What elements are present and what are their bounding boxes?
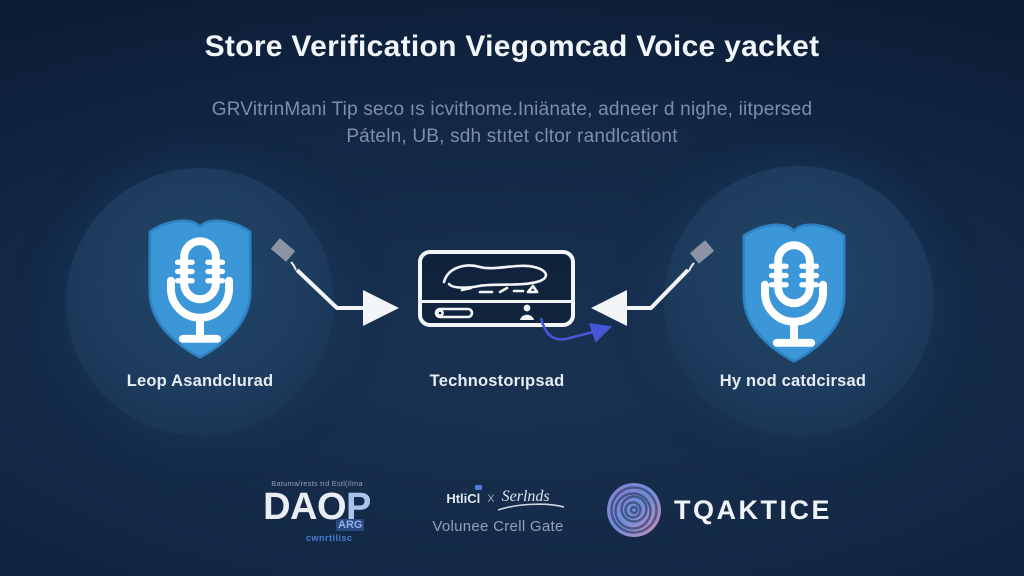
arrow-right-icon (295, 268, 399, 326)
shield-icon (148, 219, 252, 359)
page-title: Store Verification Viegomcad Voice yacke… (204, 30, 820, 63)
gate-brand-left: HtliCl (446, 485, 483, 506)
sim-pill-icon (434, 304, 534, 320)
gate-brand-left-text: HtliCl (446, 491, 481, 506)
left-node-label: Leop Asandclurad (126, 372, 274, 390)
subtitle-line-2: Páteln, UB, sdh stıtet cltor randlcation… (346, 126, 678, 147)
arrow-left-icon (591, 268, 690, 326)
microphone-icon (167, 237, 234, 343)
person-icon (520, 304, 534, 320)
gate-brand-row: HtliCl X Serlnds (420, 484, 576, 511)
card-detail-row (422, 303, 571, 323)
right-node-label: Hy nod catdcirsad (719, 372, 867, 390)
subtitle-line-1: GRVitrinMani Tip seco ıs icvithome.Iniän… (211, 99, 813, 120)
gate-brand-right-text: Serlnds (501, 488, 550, 505)
logo-traktice: TQAKTICE (606, 482, 832, 538)
shield-microphone-icon (728, 216, 860, 372)
gate-separator: X (487, 493, 495, 505)
daop-badge: ARG (336, 519, 365, 531)
gate-caption: Volunee Crell Gate (432, 518, 564, 535)
page-subtitle: GRVitrinMani Tip seco ıs icvithome.Iniän… (0, 96, 1024, 150)
scribble-icon (442, 264, 548, 294)
logo-gate: HtliCl X Serlnds Volunee Crell Gate (420, 484, 576, 535)
fingerprint-icon (607, 483, 661, 537)
gate-brand-right: Serlnds (497, 488, 564, 511)
curved-arrow-icon (539, 317, 612, 343)
daop-caption: cwnrtilisc (306, 533, 353, 543)
swoosh-underline-icon (497, 503, 564, 511)
microphone-icon (761, 241, 827, 347)
daop-wordmark: DAOP (240, 488, 394, 526)
card-divider (422, 300, 571, 303)
shield-icon (742, 223, 846, 363)
right-plug-icon (688, 240, 715, 272)
traktice-wordmark: TQAKTICE (674, 494, 832, 525)
shield-microphone-icon (134, 212, 266, 368)
daop-tagline: Batuma/rests trd Estl(Ilma (271, 479, 363, 488)
flag-icon (475, 485, 483, 490)
center-node-label: Technostorıpsad (429, 372, 565, 390)
logo-daop: Batuma/rests trd Estl(Ilma DAOP ARG cwnr… (240, 479, 394, 543)
daop-main: DAO (263, 486, 347, 528)
left-plug-icon (270, 238, 297, 271)
device-card (418, 250, 575, 327)
